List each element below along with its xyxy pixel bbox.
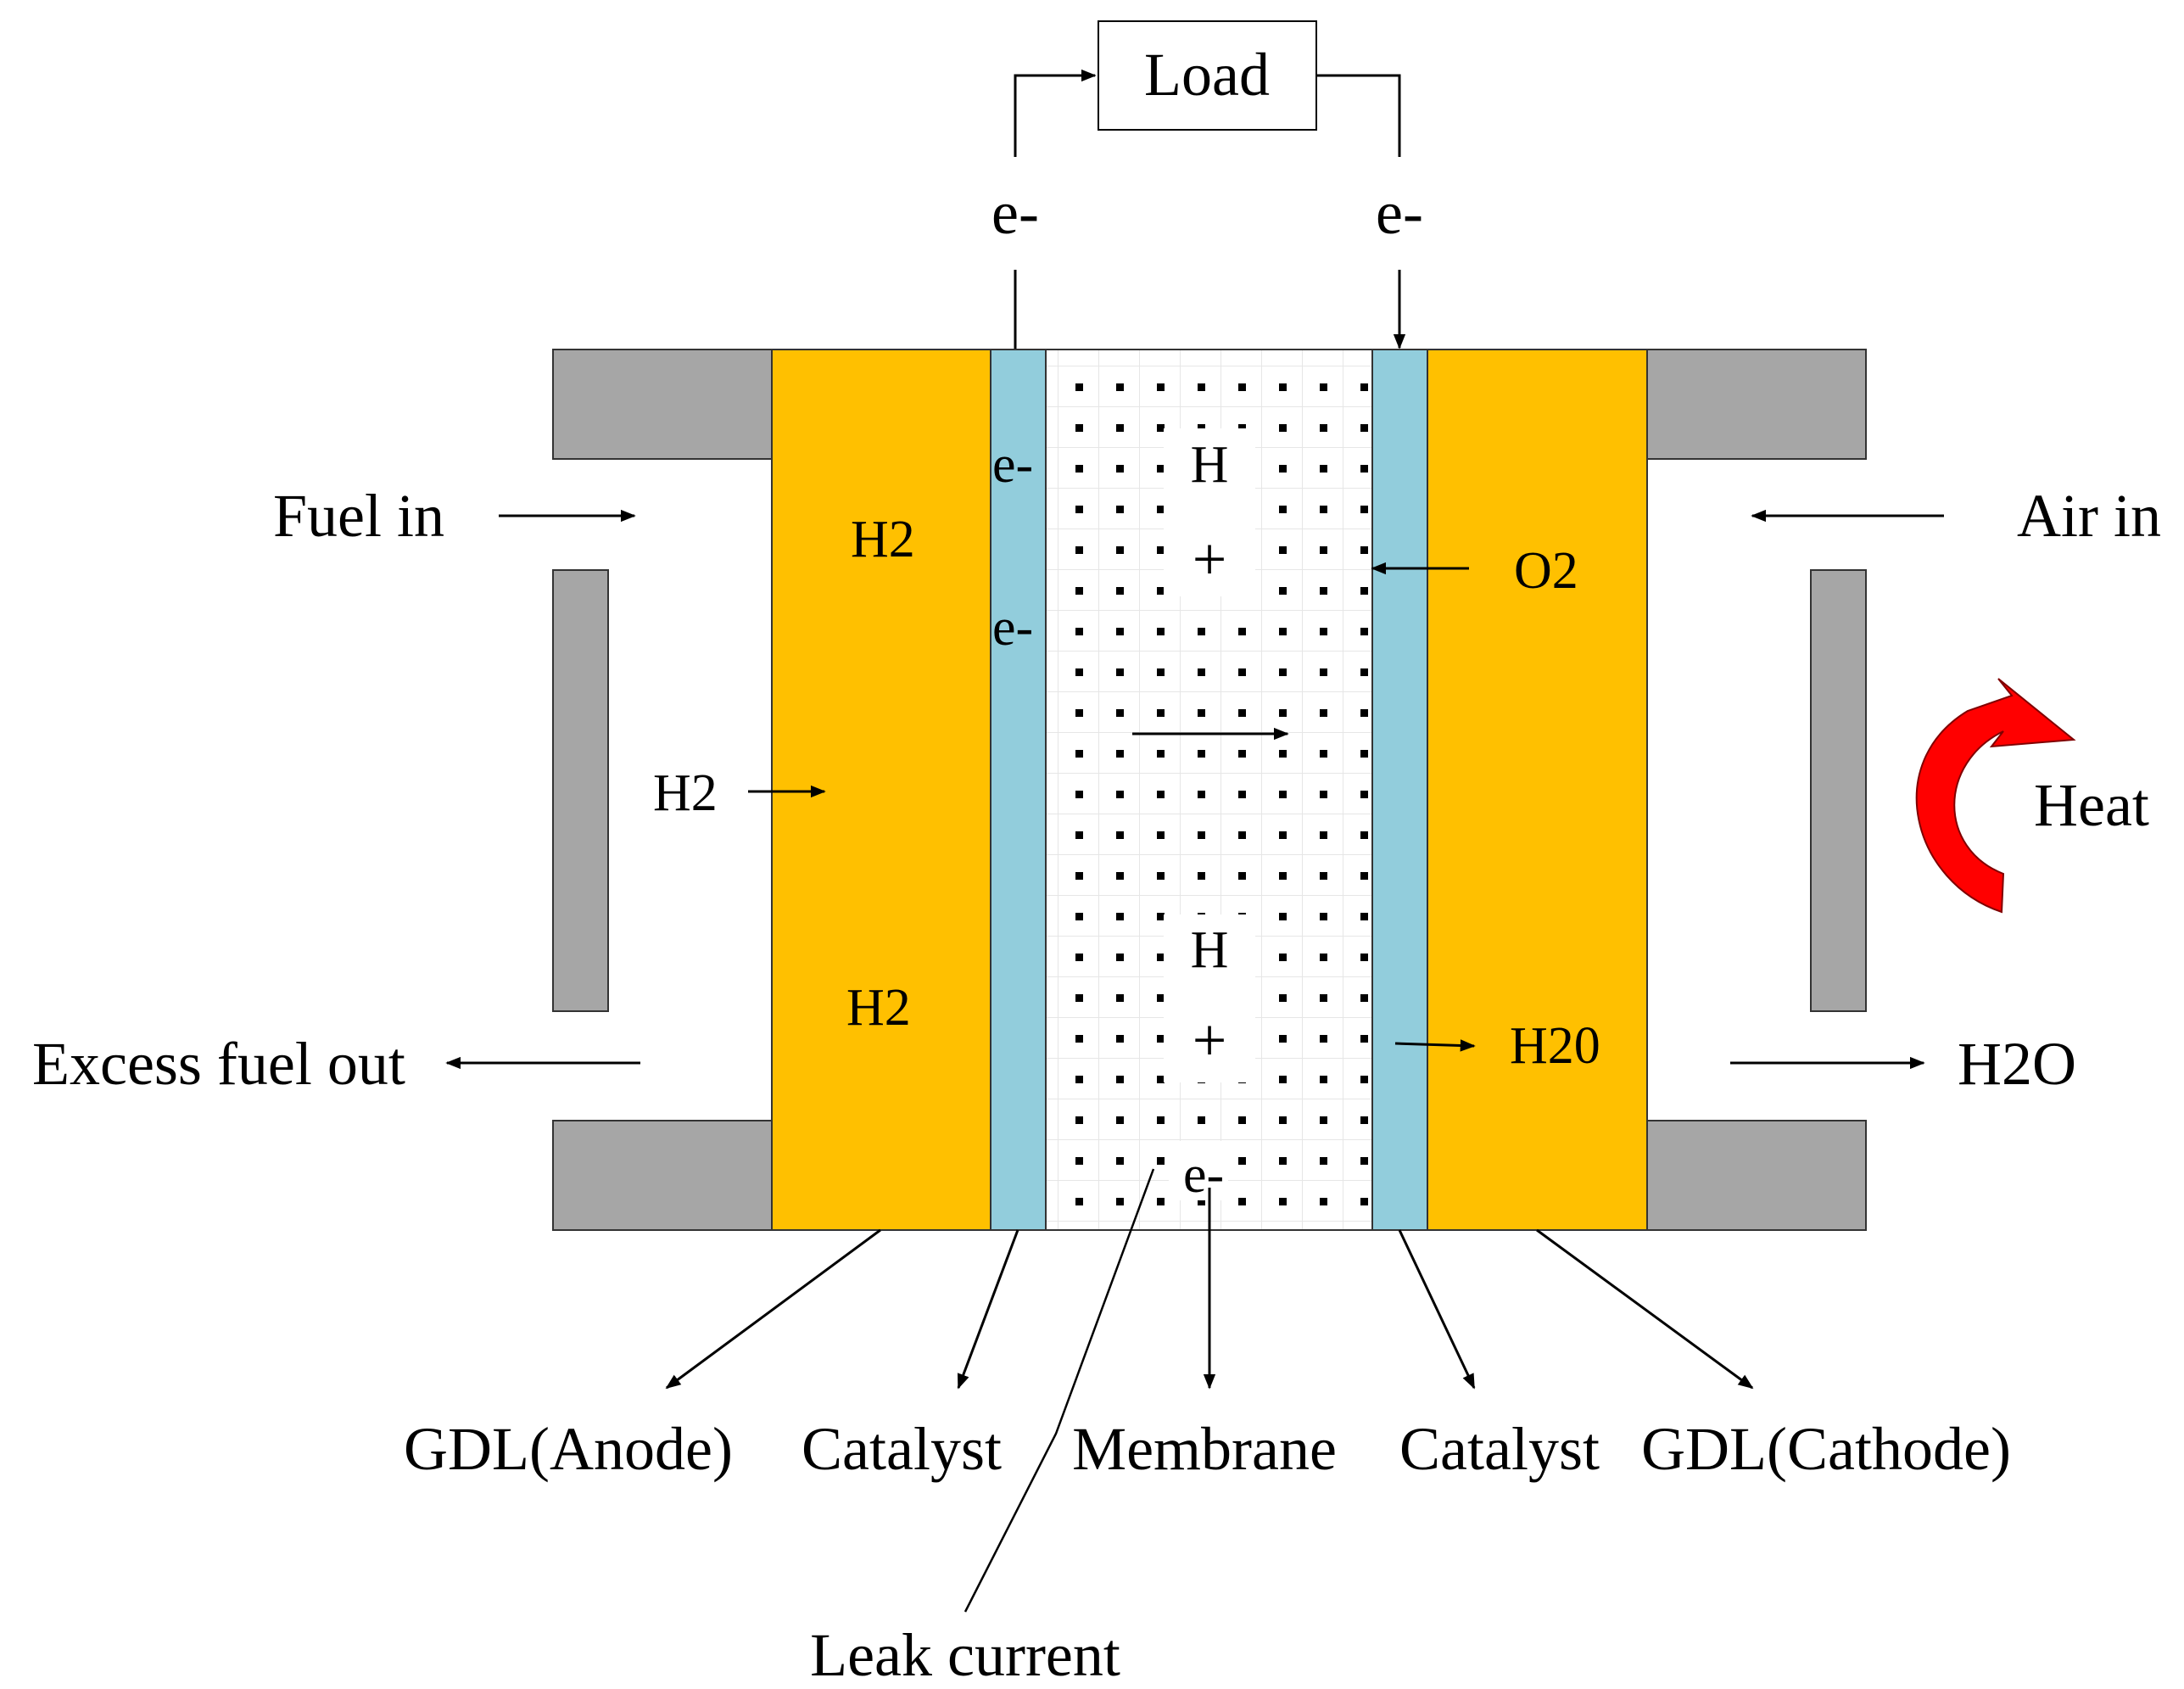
fuel-in-label: Fuel in [273,482,444,550]
cathode-end-plate-middle [1810,569,1867,1012]
electron-label-anode-lower: e- [992,599,1033,657]
electron-label-anode-upper: e- [992,436,1033,494]
proton-upper-plus: + [1193,525,1227,593]
catalyst-cathode-layer [1371,349,1428,1231]
anode-end-plate-top [552,349,773,460]
air-in-label: Air in [2017,482,2161,550]
gdl-cathode-pointer [1536,1228,1754,1390]
catalyst-anode-label: Catalyst [802,1415,1002,1483]
anode-end-plate-bottom [552,1120,773,1231]
gdl-anode-layer [771,349,991,1231]
load-label: Load [1144,41,1270,109]
electron-label-left-top: e- [991,179,1039,247]
excess-fuel-out-label: Excess fuel out [32,1030,405,1098]
h2-upper-label: H2 [851,511,915,568]
cathode-side: Air in O2 H20 H2O Heat [1371,482,2161,1098]
h2-lower-label: H2 [846,979,911,1037]
gdl-anode-pointer [665,1228,881,1390]
external-circuit: Load e- e- [991,20,1423,350]
proton-upper-h: H [1191,436,1229,494]
load-box [1098,20,1317,131]
leak-current-pointer [964,1168,1155,1613]
circuit-wire-right [1316,74,1401,157]
membrane-label: Membrane [1072,1415,1337,1483]
gdl-cathode-label: GDL(Cathode) [1641,1415,2011,1483]
cathode-end-plate-top [1646,349,1867,460]
o2-label: O2 [1514,542,1578,600]
leak-current-label: Leak current [810,1621,1120,1689]
catalyst-anode-pointer [957,1229,1019,1390]
h2o-cell-arrow [1394,1039,1476,1052]
circuit-wire-left [1014,69,1097,157]
heat-curved-arrow-icon [1915,678,2076,914]
anode-side: Fuel in Excess fuel out H2 H2 H2 e- e- [32,436,1033,1098]
cathode-end-plate-bottom [1646,1120,1867,1231]
proton-lower-h: H [1191,921,1229,979]
catalyst-cathode-pointer [1398,1229,1476,1390]
component-labels: GDL(Anode) Catalyst Membrane Catalyst GD… [404,1415,2011,1689]
h2o-out-label: H2O [1958,1030,2076,1098]
h2-entering-label: H2 [653,764,718,822]
membrane-contents: H + H + e- [1132,428,1289,1204]
catalyst-cathode-label: Catalyst [1399,1415,1600,1483]
h2o-cell-label: H20 [1510,1017,1600,1075]
gdl-cathode-layer [1427,349,1648,1231]
catalyst-anode-layer [990,349,1047,1231]
electron-label-membrane: e- [1183,1146,1224,1204]
end-plates [552,349,1867,1231]
heat-label: Heat [2034,771,2149,839]
anode-end-plate-middle [552,569,609,1012]
gdl-anode-label: GDL(Anode) [404,1415,733,1483]
proton-lower-plus: + [1193,1006,1227,1074]
component-pointers [665,1168,1754,1613]
electron-label-right-top: e- [1376,179,1423,247]
